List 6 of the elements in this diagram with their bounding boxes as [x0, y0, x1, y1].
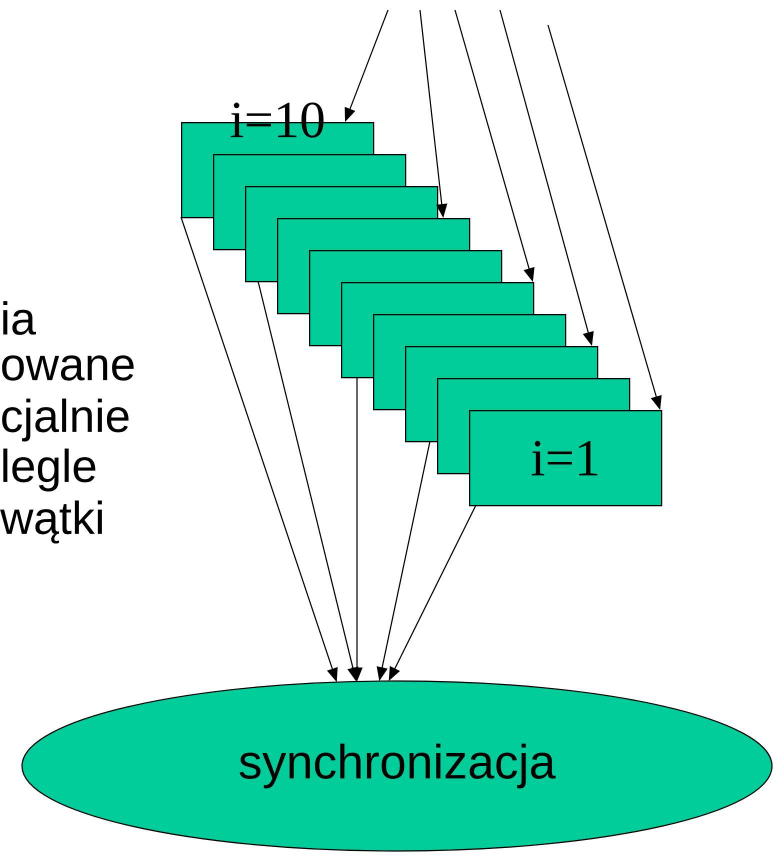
text-line: legle — [3, 448, 96, 492]
box: i=1 — [469, 410, 662, 506]
text-line: ia — [3, 301, 36, 335]
text-line: wątki — [0, 500, 102, 544]
text-line: owane — [2, 355, 134, 381]
text-line: cjalnie — [2, 398, 129, 442]
